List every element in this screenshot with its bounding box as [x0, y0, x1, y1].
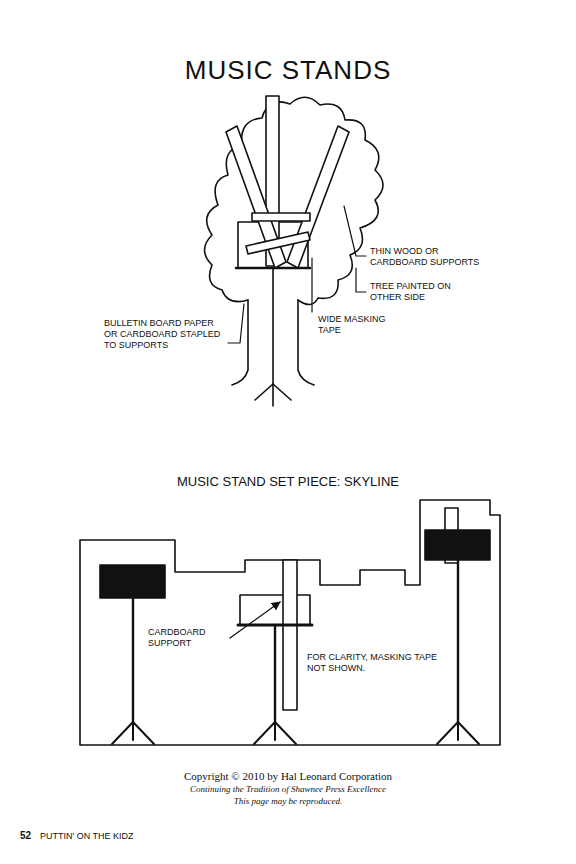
cardboard-support	[283, 560, 297, 710]
stand-pole	[457, 560, 459, 722]
tree-crown	[205, 97, 384, 304]
copyright-line: Continuing the Tradition of Shawnee Pres…	[0, 784, 576, 795]
leader-line	[228, 304, 244, 343]
stand-desk	[240, 595, 310, 625]
stand-pole	[132, 598, 134, 722]
stand-tripod	[112, 722, 154, 744]
leader-line	[311, 258, 312, 312]
stand-desk	[425, 530, 490, 560]
note-text: FOR CLARITY, MASKING TAPE NOT SHOWN.	[307, 652, 439, 674]
wood-support	[287, 126, 349, 268]
section-heading: MUSIC STAND SET PIECE: SKYLINE	[0, 474, 576, 490]
page-title: MUSIC STANDS	[0, 55, 576, 86]
stand-pole	[274, 625, 276, 722]
running-footer: PUTTIN' ON THE KIDZ	[40, 831, 240, 842]
copyright-line: This page may be reproduced.	[0, 796, 576, 807]
stand-pole	[272, 268, 274, 384]
copyright-line: Copyright © 2010 by Hal Leonard Corporat…	[0, 770, 576, 783]
callout-text: WIDE MASKING TAPE	[318, 314, 400, 336]
callout-text: BULLETIN BOARD PAPER OR CARDBOARD STAPLE…	[104, 318, 226, 350]
callout-text: THIN WOOD OR CARDBOARD SUPPORTS	[370, 246, 492, 268]
callout-text: CARDBOARD SUPPORT	[148, 627, 228, 649]
masking-tape	[252, 213, 310, 221]
stand-tripod	[255, 384, 291, 406]
leader-line	[344, 206, 366, 256]
stand-tripod	[437, 722, 479, 744]
page-number: 52	[20, 830, 40, 842]
leader-line	[356, 268, 366, 292]
stand-desk	[100, 565, 165, 598]
masking-tape	[246, 232, 310, 254]
leader-arrow	[230, 602, 280, 638]
callout-text: TREE PAINTED ON OTHER SIDE	[370, 281, 454, 303]
tree-trunk	[298, 300, 314, 385]
skyline-outline	[80, 500, 500, 745]
stand-tripod	[254, 722, 296, 744]
